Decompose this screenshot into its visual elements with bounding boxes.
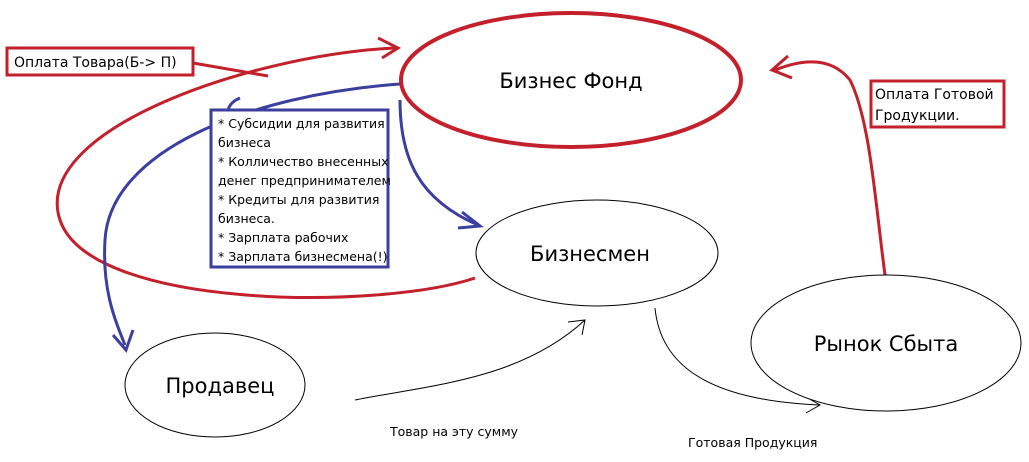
fund-source-line: * Субсидии для развития bbox=[218, 116, 385, 131]
node-seller-label: Продавец bbox=[166, 374, 275, 398]
fund-sources-box: * Субсидии для развития бизнеса * Коллич… bbox=[209, 108, 391, 269]
fund-source-line: бизнеса. bbox=[218, 211, 275, 226]
node-fund-label: Бизнес Фонд bbox=[499, 69, 642, 93]
finished-product-label: Готовая Продукция bbox=[688, 435, 817, 450]
node-market-label: Рынок Сбыта bbox=[814, 332, 958, 356]
blue-arrowhead-businessman bbox=[457, 210, 484, 230]
red-arrow-market-to-fund bbox=[774, 60, 887, 276]
node-businessman: Бизнесмен bbox=[475, 199, 719, 307]
fund-source-line: * Зарплата рабочих bbox=[218, 230, 348, 245]
payment-goods-label: Оплата Товара(Б-> П) bbox=[14, 55, 177, 71]
blue-arrow-fund-to-seller bbox=[103, 82, 401, 346]
fund-source-line: * Кредиты для развития bbox=[218, 192, 379, 207]
payment-finished-box: Оплата Готовой Гродукции. bbox=[869, 79, 1006, 129]
fund-source-line: денег предпринимателем bbox=[218, 173, 391, 188]
fund-source-line: * Колличество внесенных bbox=[218, 154, 388, 169]
arrow-businessman-to-market bbox=[654, 307, 821, 406]
blue-hook bbox=[226, 96, 241, 111]
arrow-seller-to-businessman bbox=[354, 319, 586, 401]
goods-for-sum-label: Товар на эту сумму bbox=[389, 424, 519, 439]
payment-goods-box: Оплата Товара(Б-> П) bbox=[5, 46, 195, 77]
red-arrowhead-market bbox=[769, 54, 793, 80]
node-market: Рынок Сбыта bbox=[750, 274, 1022, 412]
blue-arrow-fund-to-businessman bbox=[398, 99, 479, 227]
payment-finished-line1: Оплата Готовой bbox=[875, 87, 994, 103]
payment-finished-line2: Гродукции. bbox=[875, 108, 960, 124]
node-businessman-label: Бизнесмен bbox=[530, 242, 650, 266]
red-connector-payment-goods bbox=[192, 61, 269, 78]
red-arrow-businessman-to-fund bbox=[55, 46, 476, 299]
node-seller: Продавец bbox=[124, 332, 306, 438]
fund-source-line: * Зарплата бизнесмена(!) bbox=[218, 249, 388, 264]
fund-source-line: бизнеса bbox=[218, 135, 271, 150]
node-fund: Бизнес Фонд bbox=[399, 11, 743, 149]
blue-arrowhead-seller bbox=[111, 329, 135, 353]
red-arrowhead-fund bbox=[377, 36, 402, 60]
arrowhead-businessman bbox=[567, 319, 586, 336]
